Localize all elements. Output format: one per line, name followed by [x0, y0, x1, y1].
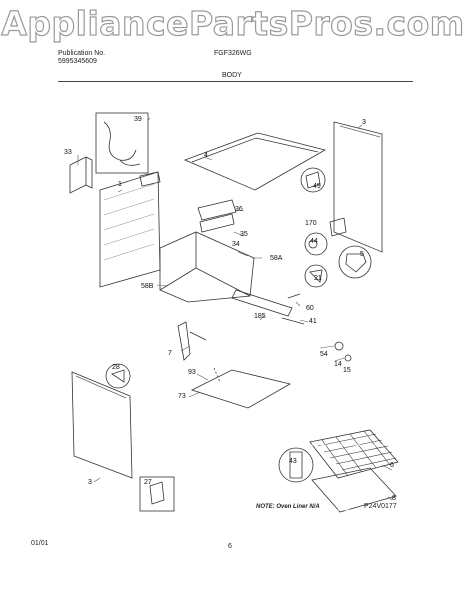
label-54: 54: [320, 351, 328, 358]
part-43-callout: [278, 447, 314, 483]
label-21: 21: [314, 275, 322, 282]
label-49: 49: [313, 183, 321, 190]
part-5-callout: [338, 245, 372, 279]
part-7-hinge: [177, 321, 191, 361]
publication-number: 5995345609: [58, 58, 97, 65]
part-44-callout: [304, 232, 328, 256]
label-5: 5: [360, 251, 364, 258]
label-8: 8: [392, 495, 396, 502]
page-number: 6: [228, 543, 232, 550]
part-28-callout: [105, 363, 131, 389]
label-58B: 58B: [141, 283, 154, 290]
publication-label: Publication No.: [58, 50, 106, 57]
part-4-top-panel: [183, 132, 327, 191]
label-7: 7: [168, 350, 172, 357]
label-1: 1: [118, 181, 122, 188]
watermark: AppliancePartsPros.com: [1, 3, 465, 43]
part-41: [281, 317, 305, 325]
label-170: 170: [305, 220, 317, 227]
part-8-rack: [311, 467, 397, 513]
footer-date: 01/01: [31, 540, 49, 547]
diagram-code: P24V0177: [364, 503, 397, 510]
label-58A: 58A: [270, 255, 283, 262]
label-93: 93: [188, 369, 196, 376]
part-54: [334, 341, 344, 351]
label-3-left: 3: [88, 479, 92, 486]
part-27-box: [139, 476, 175, 512]
part-3-side-panel: [333, 121, 383, 253]
part-1-rear-panel: [99, 171, 161, 288]
part-14: [344, 354, 352, 362]
part-6-oven-rack: [309, 429, 399, 479]
part-39-box: [95, 112, 149, 174]
label-6: 6: [390, 462, 394, 469]
label-36: 36: [235, 206, 243, 213]
part-33-bracket: [69, 156, 93, 194]
label-60: 60: [306, 305, 314, 312]
part-3-left-side-panel: [71, 371, 133, 479]
part-36: [197, 199, 237, 221]
label-3-right: 3: [362, 119, 366, 126]
label-39: 39: [134, 116, 142, 123]
label-41: 41: [309, 318, 317, 325]
part-49-callout: [300, 167, 326, 193]
label-28: 28: [112, 364, 120, 371]
label-34: 34: [232, 241, 240, 248]
label-15: 15: [343, 367, 351, 374]
part-35: [199, 213, 235, 233]
label-14: 14: [334, 361, 342, 368]
label-43: 43: [289, 458, 297, 465]
part-170: [329, 217, 347, 237]
section-title: BODY: [222, 72, 242, 79]
label-185: 185: [254, 313, 266, 320]
part-60: [287, 293, 301, 299]
header-rule: [58, 81, 413, 82]
part-185-rod: [231, 289, 293, 317]
label-4: 4: [204, 152, 208, 159]
label-33: 33: [64, 149, 72, 156]
power-cord-icon: [103, 121, 141, 166]
model-number: FGF326WG: [214, 50, 252, 57]
part-73-bottom-panel: [190, 369, 292, 409]
label-73: 73: [178, 393, 186, 400]
oven-liner-note: NOTE: Oven Liner N/A: [256, 504, 320, 510]
part-21-callout: [304, 264, 328, 288]
label-35: 35: [240, 231, 248, 238]
label-44: 44: [310, 238, 318, 245]
label-27: 27: [144, 479, 152, 486]
